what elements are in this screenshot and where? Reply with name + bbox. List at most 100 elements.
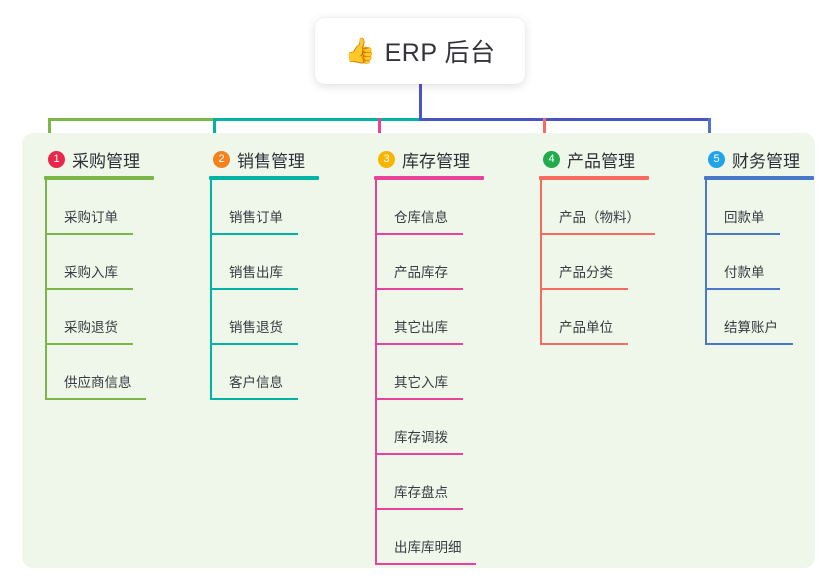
column-header-5[interactable]: 5 财务管理 xyxy=(700,146,839,172)
leaf-underline xyxy=(375,288,463,290)
leaf-item[interactable]: 结算账户 xyxy=(700,290,839,345)
column-header-4[interactable]: 4 产品管理 xyxy=(535,146,690,172)
leaf-item[interactable]: 付款单 xyxy=(700,235,839,290)
column-underline-2 xyxy=(209,176,319,180)
leaf-underline xyxy=(540,233,655,235)
leaf-list-3: 仓库信息产品库存其它出库其它入库库存调拨库存盘点出库库明细 xyxy=(370,180,525,565)
column-1: 1 采购管理采购订单采购入库采购退货供应商信息 xyxy=(40,146,195,400)
column-2: 2 销售管理销售订单销售出库销售退货客户信息 xyxy=(205,146,360,400)
leaf-underline xyxy=(375,343,463,345)
leaf-label: 其它入库 xyxy=(394,375,448,390)
leaf-item[interactable]: 仓库信息 xyxy=(370,180,525,235)
column-header-1[interactable]: 1 采购管理 xyxy=(40,146,195,172)
column-title-3: 库存管理 xyxy=(402,151,470,171)
leaf-spine-2 xyxy=(210,180,212,400)
leaf-spine-4 xyxy=(540,180,542,345)
column-4: 4 产品管理产品（物料） 产品分类产品单位 xyxy=(535,146,690,345)
column-underline-5 xyxy=(704,176,814,180)
leaf-item[interactable]: 库存盘点 xyxy=(370,455,525,510)
column-3: 3 库存管理仓库信息产品库存其它出库其它入库库存调拨库存盘点出库库明细 xyxy=(370,146,525,565)
leaf-item[interactable]: 其它入库 xyxy=(370,345,525,400)
leaf-item[interactable]: 销售出库 xyxy=(205,235,360,290)
connector-bar-mid xyxy=(213,118,422,121)
leaf-item[interactable]: 产品分类 xyxy=(535,235,690,290)
column-badge-1: 1 xyxy=(48,150,65,168)
leaf-underline xyxy=(705,233,780,235)
column-title-2: 销售管理 xyxy=(237,151,305,171)
column-5: 5 财务管理回款单付款单结算账户 xyxy=(700,146,839,345)
leaf-label: 产品单位 xyxy=(559,320,613,335)
leaf-label: 客户信息 xyxy=(229,375,283,390)
leaf-item[interactable]: 客户信息 xyxy=(205,345,360,400)
column-header-3[interactable]: 3 库存管理 xyxy=(370,146,525,172)
column-title-4: 产品管理 xyxy=(567,151,635,171)
leaf-underline xyxy=(45,288,133,290)
leaf-label: 其它出库 xyxy=(394,320,448,335)
leaf-underline xyxy=(540,288,628,290)
leaf-item[interactable]: 回款单 xyxy=(700,180,839,235)
leaf-underline xyxy=(705,288,780,290)
leaf-underline xyxy=(210,288,298,290)
leaf-list-2: 销售订单销售出库销售退货客户信息 xyxy=(205,180,360,400)
leaf-label: 库存调拨 xyxy=(394,430,448,445)
leaf-spine-5 xyxy=(705,180,707,345)
leaf-item[interactable]: 采购退货 xyxy=(40,290,195,345)
leaf-label: 产品分类 xyxy=(559,265,613,280)
leaf-underline xyxy=(45,398,146,400)
leaf-underline xyxy=(45,233,133,235)
column-underline-3 xyxy=(374,176,484,180)
leaf-item[interactable]: 其它出库 xyxy=(370,290,525,345)
column-underline-1 xyxy=(44,176,154,180)
column-badge-5: 5 xyxy=(708,150,725,168)
leaf-item[interactable]: 采购入库 xyxy=(40,235,195,290)
leaf-item[interactable]: 销售订单 xyxy=(205,180,360,235)
leaf-underline xyxy=(210,398,298,400)
leaf-label: 销售订单 xyxy=(229,210,283,225)
column-badge-4: 4 xyxy=(543,150,560,168)
leaf-item[interactable]: 供应商信息 xyxy=(40,345,195,400)
leaf-underline xyxy=(45,343,133,345)
leaf-item[interactable]: 产品（物料） xyxy=(535,180,690,235)
leaf-label: 产品（物料） xyxy=(559,210,640,225)
leaf-spine-1 xyxy=(45,180,47,400)
leaf-label: 回款单 xyxy=(724,210,765,225)
column-header-2[interactable]: 2 销售管理 xyxy=(205,146,360,172)
column-badge-2: 2 xyxy=(213,150,230,168)
root-node-card[interactable]: 👍 ERP 后台 xyxy=(315,18,525,84)
leaf-label: 采购订单 xyxy=(64,210,118,225)
leaf-item[interactable]: 出库库明细 xyxy=(370,510,525,565)
leaf-list-1: 采购订单采购入库采购退货供应商信息 xyxy=(40,180,195,400)
leaf-label: 产品库存 xyxy=(394,265,448,280)
leaf-underline xyxy=(375,508,463,510)
leaf-underline xyxy=(375,398,463,400)
leaf-label: 付款单 xyxy=(724,265,765,280)
diagram-panel xyxy=(22,133,815,568)
leaf-item[interactable]: 产品单位 xyxy=(535,290,690,345)
leaf-underline xyxy=(210,343,298,345)
leaf-item[interactable]: 采购订单 xyxy=(40,180,195,235)
leaf-underline xyxy=(375,563,476,565)
leaf-label: 库存盘点 xyxy=(394,485,448,500)
leaf-label: 仓库信息 xyxy=(394,210,448,225)
leaf-item[interactable]: 库存调拨 xyxy=(370,400,525,455)
leaf-underline xyxy=(375,453,463,455)
leaf-label: 销售出库 xyxy=(229,265,283,280)
leaf-underline xyxy=(375,233,463,235)
connector-bar-left xyxy=(48,118,215,121)
leaf-list-5: 回款单付款单结算账户 xyxy=(700,180,839,345)
leaf-item[interactable]: 产品库存 xyxy=(370,235,525,290)
leaf-underline xyxy=(705,343,793,345)
leaf-spine-3 xyxy=(375,180,377,565)
column-title-1: 采购管理 xyxy=(72,151,140,171)
leaf-label: 供应商信息 xyxy=(64,375,132,390)
column-underline-4 xyxy=(539,176,649,180)
root-title: ERP 后台 xyxy=(384,39,496,67)
column-badge-3: 3 xyxy=(378,150,395,168)
column-title-5: 财务管理 xyxy=(732,151,800,171)
leaf-label: 结算账户 xyxy=(724,320,778,335)
leaf-underline xyxy=(210,233,298,235)
root-stem-line xyxy=(419,84,422,121)
leaf-label: 采购入库 xyxy=(64,265,118,280)
leaf-underline xyxy=(540,343,628,345)
leaf-item[interactable]: 销售退货 xyxy=(205,290,360,345)
